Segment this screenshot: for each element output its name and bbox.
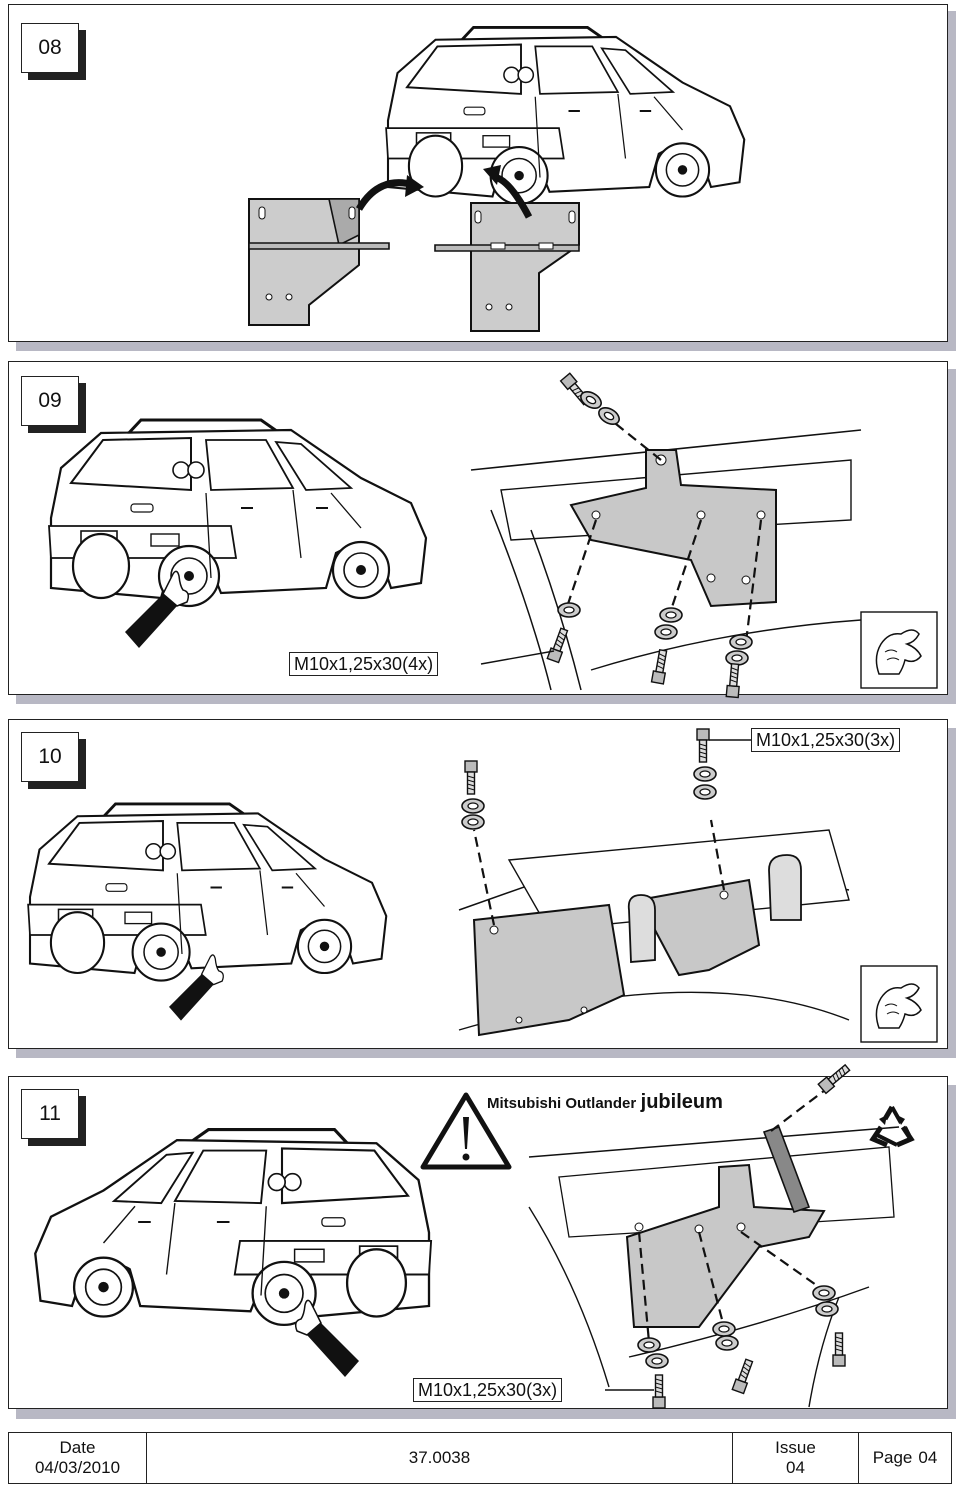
step-number: 09	[21, 376, 79, 426]
step-09-panel: 09 M10x1,25x30(4x)	[8, 361, 948, 699]
step-number: 10	[21, 732, 79, 782]
step-08-panel: 08	[8, 4, 948, 342]
leader-line	[709, 739, 751, 741]
glove-hand-icon	[860, 965, 938, 1043]
step-10-panel: 10 M10x1,25x30(3x)	[8, 719, 948, 1049]
bracket-icon	[528, 1062, 900, 1409]
bolt-spec-label: M10x1,25x30(3x)	[751, 728, 901, 752]
leader-line	[605, 1389, 654, 1391]
title-block: Date 04/03/2010 37.0038 Issue 04 Page 04	[8, 1432, 952, 1484]
warning-triangle-icon	[420, 1092, 512, 1170]
bracket-icon	[458, 728, 850, 1037]
page-cell: Page 04	[859, 1433, 951, 1483]
date-value: 04/03/2010	[34, 1458, 121, 1477]
bolt-spec-label: M10x1,25x30(3x)	[413, 1378, 563, 1402]
issue-cell: Issue 04	[733, 1433, 859, 1483]
bolt-spec-label: M10x1,25x30(4x)	[289, 652, 439, 676]
model-name: Mitsubishi Outlander	[487, 1095, 637, 1112]
bracket-icon	[248, 165, 580, 332]
car-rear-icon	[384, 25, 746, 206]
page-value: 04	[918, 1448, 938, 1467]
warning-text: Mitsubishi Outlander jubileum	[487, 1091, 723, 1114]
model-edition: jubileum	[640, 1091, 723, 1113]
step-11-panel: 11 Mitsubishi Outlander jubileum	[8, 1062, 948, 1409]
date-cell: Date 04/03/2010	[9, 1433, 147, 1483]
leader-line	[480, 650, 555, 665]
page-label: Page	[872, 1448, 913, 1467]
reference-number: 37.0038	[408, 1448, 471, 1467]
bracket-icon	[470, 372, 862, 699]
issue-label: Issue	[775, 1438, 816, 1457]
issue-value: 04	[786, 1458, 805, 1477]
recycle-icon	[869, 1105, 915, 1148]
date-label: Date	[59, 1438, 96, 1457]
reference-cell: 37.0038	[147, 1433, 733, 1483]
step-number: 08	[21, 23, 79, 73]
step-number: 11	[21, 1089, 79, 1139]
